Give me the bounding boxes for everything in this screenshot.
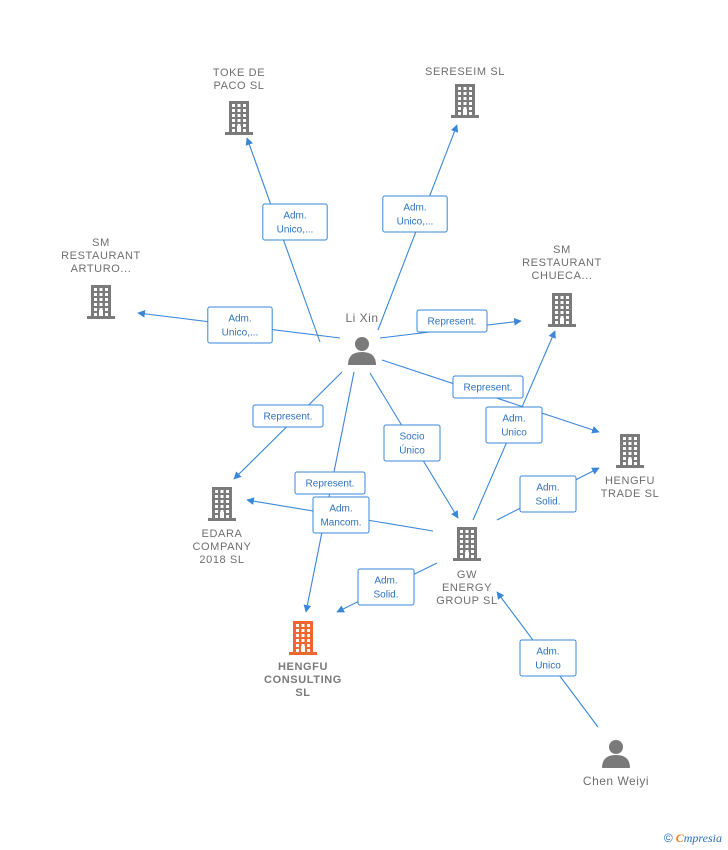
edge-label-text: Unico,...	[397, 217, 434, 228]
edge-label-text: Adm.	[329, 504, 352, 515]
node-label: Li Xin	[345, 311, 378, 325]
building-icon	[453, 527, 481, 561]
node-label: ENERGY	[442, 582, 492, 594]
edge-gw-chueca[interactable]: Adm. Unico	[472, 330, 556, 521]
node-label: ARTURO...	[71, 263, 132, 275]
edge-label-box[interactable]	[207, 306, 273, 344]
node-arturo[interactable]: SMRESTAURANTARTURO...	[61, 237, 141, 319]
edge-label-text: Adm.	[502, 414, 525, 425]
node-label: RESTAURANT	[522, 257, 602, 269]
edge-label-box[interactable]	[383, 424, 441, 462]
edge-label-box[interactable]	[485, 406, 543, 444]
edge-label-box[interactable]	[519, 475, 577, 513]
edge-label-box[interactable]	[252, 404, 324, 428]
node-label: PACO SL	[213, 80, 264, 92]
node-label: TRADE SL	[601, 488, 660, 500]
building-icon	[87, 285, 115, 319]
person-icon	[602, 740, 630, 768]
building-icon	[616, 434, 644, 468]
building-icon	[225, 101, 253, 135]
edge-lixin-toke[interactable]: Adm. Unico,...	[245, 137, 328, 343]
edge-label-text: Mancom.	[320, 518, 361, 529]
edge-label-text: Adm.	[228, 314, 251, 325]
edge-label-text: Único	[399, 444, 425, 457]
edge-label-box[interactable]	[357, 568, 415, 606]
edge-label-text: Represent.	[464, 383, 513, 394]
edge-lixin-trade[interactable]: Represent.	[381, 359, 600, 434]
edge-label-box[interactable]	[382, 195, 448, 233]
node-label: HENGFU	[278, 661, 328, 673]
edge-lixin-sereseim[interactable]: Adm. Unico,...	[377, 124, 459, 331]
node-lixin[interactable]: Li Xin	[345, 311, 378, 365]
edge-lixin-edara[interactable]: Represent.	[233, 371, 343, 480]
node-chueca[interactable]: SMRESTAURANTCHUECA...	[522, 244, 602, 327]
building-icon	[548, 293, 576, 327]
empresia-watermark[interactable]: ©Cmpresia	[664, 831, 722, 846]
edge-label-text: Unico	[535, 661, 561, 672]
node-label: CHUECA...	[531, 270, 592, 282]
edge-label-text: Adm.	[374, 576, 397, 587]
building-icon	[289, 621, 317, 655]
edge-gw-trade[interactable]: Adm. Solid.	[496, 467, 600, 521]
node-sereseim[interactable]: SERESEIM SL	[425, 66, 505, 118]
edge-label-text: Represent.	[306, 479, 355, 490]
building-icon	[451, 84, 479, 118]
brand-initial: C	[675, 831, 684, 845]
edge-label-text: Socio	[399, 432, 424, 443]
edge-label-box[interactable]	[519, 639, 577, 677]
edge-label-text: Adm.	[283, 211, 306, 222]
node-label: HENGFU	[605, 475, 655, 487]
edge-lixin-chueca[interactable]: Represent.	[379, 309, 522, 339]
node-label: SL	[295, 687, 310, 699]
node-label: GW	[457, 569, 477, 581]
person-icon	[348, 337, 376, 365]
edge-label-text: Unico	[501, 428, 527, 439]
copyright-icon: ©	[663, 831, 673, 845]
edge-label-text: Solid.	[535, 497, 560, 508]
node-label: COMPANY	[192, 541, 251, 553]
node-label: EDARA	[202, 528, 243, 540]
brand-name: mpresia	[683, 831, 722, 845]
node-label: Chen Weiyi	[583, 774, 649, 788]
edge-label-box[interactable]	[294, 471, 366, 495]
node-chen[interactable]: Chen Weiyi	[583, 740, 649, 788]
node-label: 2018 SL	[199, 554, 244, 566]
edge-label-text: Solid.	[373, 590, 398, 601]
node-label: SM	[553, 244, 571, 256]
edge-label-box[interactable]	[312, 496, 370, 534]
node-label: GROUP SL	[436, 595, 497, 607]
node-label: SERESEIM SL	[425, 66, 505, 78]
edge-lixin-arturo[interactable]: Adm. Unico,...	[137, 306, 341, 344]
node-label: CONSULTING	[264, 674, 342, 686]
edge-chen-gw[interactable]: Adm. Unico	[496, 591, 599, 728]
edge-label-box[interactable]	[262, 203, 328, 241]
edge-label-text: Adm.	[536, 483, 559, 494]
edge-lixin-consulting[interactable]: Represent.	[294, 371, 366, 613]
building-icon	[208, 487, 236, 521]
edge-label-text: Unico,...	[277, 225, 314, 236]
edge-label-box[interactable]	[452, 375, 524, 399]
edge-label-text: Adm.	[536, 647, 559, 658]
node-label: SM	[92, 237, 110, 249]
edge-label-text: Represent.	[428, 317, 477, 328]
node-label: TOKE DE	[213, 67, 265, 79]
node-label: RESTAURANT	[61, 250, 141, 262]
edge-gw-edara[interactable]: Adm. Mancom.	[246, 496, 434, 534]
edge-label-text: Unico,...	[222, 328, 259, 339]
edge-label-box[interactable]	[416, 309, 488, 333]
edge-label-text: Adm.	[403, 203, 426, 214]
edge-gw-consulting[interactable]: Adm. Solid.	[336, 562, 438, 613]
edge-label-text: Represent.	[264, 412, 313, 423]
edges-layer: Adm. Unico,... Adm. Unico,... Adm. Unico,... R…	[137, 124, 600, 728]
